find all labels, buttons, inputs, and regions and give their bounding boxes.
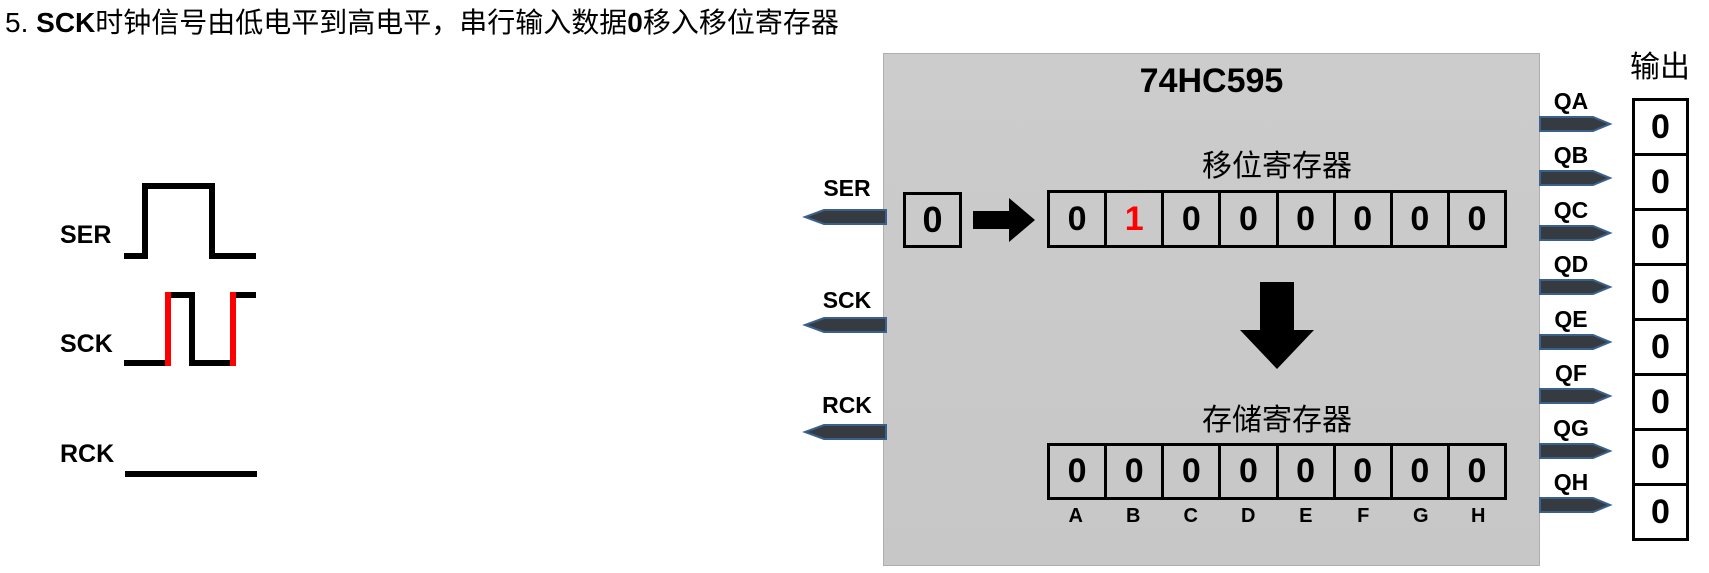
title-tail-text: 移入移位寄存器 bbox=[642, 7, 839, 38]
title-signal-name: SCK bbox=[36, 7, 96, 38]
storage-register-cell: 0 bbox=[1161, 443, 1222, 500]
storage-register-cell: 0 bbox=[1332, 443, 1393, 500]
pin-label-qd: QD bbox=[1553, 251, 1589, 277]
shift-register-cell: 1 bbox=[1104, 190, 1165, 248]
title-mid-text: 时钟信号由低电平到高电平，串行输入数据 bbox=[95, 7, 628, 38]
shift-register-cell: 0 bbox=[1218, 190, 1279, 248]
bit-name: C bbox=[1183, 505, 1198, 527]
title-bit-value: 0 bbox=[627, 7, 643, 38]
shift-register-cell: 0 bbox=[1161, 190, 1222, 248]
qb-pin-arrow-right-icon bbox=[1539, 170, 1613, 186]
page-title: 5. SCK时钟信号由低电平到高电平，串行输入数据0移入移位寄存器 bbox=[5, 6, 839, 40]
pin-label-qc: QC bbox=[1553, 197, 1589, 223]
output-panel-title: 输出 bbox=[1630, 51, 1690, 84]
chip-title: 74HC595 bbox=[1139, 62, 1284, 100]
bit-name: D bbox=[1241, 505, 1256, 527]
qg-pin-arrow-right-icon bbox=[1539, 443, 1613, 459]
qa-pin-arrow-right-icon bbox=[1539, 116, 1613, 132]
qh-pin-arrow-right-icon bbox=[1539, 497, 1613, 513]
qc-pin-arrow-right-icon bbox=[1539, 225, 1613, 241]
waveform-label-rck: RCK bbox=[60, 440, 115, 468]
pin-label-qe: QE bbox=[1554, 306, 1588, 332]
storage-register-cell: 0 bbox=[1047, 443, 1108, 500]
storage-register-cell: 0 bbox=[1218, 443, 1279, 500]
signal-waveforms-icon bbox=[124, 183, 257, 477]
output-value: 0 bbox=[1632, 263, 1689, 321]
bit-name: F bbox=[1357, 505, 1370, 527]
storage-register-label: 存储寄存器 bbox=[1202, 404, 1352, 437]
chip-body bbox=[883, 53, 1540, 566]
pin-label-qa: QA bbox=[1553, 88, 1589, 114]
waveform-label-ser: SER bbox=[60, 221, 112, 249]
title-number: 5. bbox=[5, 7, 37, 38]
transfer-down-arrow-icon bbox=[1240, 282, 1314, 369]
output-value: 0 bbox=[1632, 98, 1689, 156]
shift-register-row: 0 1 0 0 0 0 0 0 bbox=[1047, 190, 1507, 248]
output-value: 0 bbox=[1632, 318, 1689, 376]
pin-label-rck: RCK bbox=[822, 392, 872, 418]
storage-register-cell: 0 bbox=[1104, 443, 1165, 500]
pin-label-ser: SER bbox=[823, 175, 871, 201]
bit-name: G bbox=[1412, 505, 1429, 527]
pin-label-sck: SCK bbox=[822, 287, 872, 313]
ser-pin-arrow-left-icon bbox=[802, 209, 887, 225]
sck-waveform-pulse bbox=[166, 292, 235, 366]
shift-register-cell: 0 bbox=[1047, 190, 1108, 248]
waveform-label-sck: SCK bbox=[60, 330, 113, 358]
shift-in-arrow-right-icon bbox=[973, 198, 1035, 242]
storage-register-cell: 0 bbox=[1275, 443, 1336, 500]
qd-pin-arrow-right-icon bbox=[1539, 279, 1613, 295]
shift-register-label: 移位寄存器 bbox=[1202, 150, 1352, 183]
output-value: 0 bbox=[1632, 153, 1689, 211]
pin-label-qf: QF bbox=[1555, 360, 1587, 386]
output-value-column: 0 0 0 0 0 0 0 0 bbox=[1632, 98, 1689, 541]
pin-label-qb: QB bbox=[1553, 142, 1589, 168]
output-value: 0 bbox=[1632, 483, 1689, 541]
shift-register-cell: 0 bbox=[1389, 190, 1450, 248]
bit-name: E bbox=[1299, 505, 1313, 527]
qf-pin-arrow-right-icon bbox=[1539, 388, 1613, 404]
qe-pin-arrow-right-icon bbox=[1539, 334, 1613, 350]
bit-name: B bbox=[1126, 505, 1141, 527]
ser-waveform bbox=[124, 183, 256, 259]
storage-register-row: 0 0 0 0 0 0 0 0 bbox=[1047, 443, 1507, 500]
storage-bit-names: A B C D E F G H bbox=[1047, 505, 1507, 528]
output-value: 0 bbox=[1632, 428, 1689, 486]
pin-label-qg: QG bbox=[1553, 415, 1589, 441]
storage-register-cell: 0 bbox=[1389, 443, 1450, 500]
output-value: 0 bbox=[1632, 208, 1689, 266]
storage-register-cell: 0 bbox=[1446, 443, 1507, 500]
shift-register-cell: 0 bbox=[1332, 190, 1393, 248]
bit-name: H bbox=[1471, 505, 1486, 527]
serial-input-bit: 0 bbox=[903, 192, 962, 248]
shift-register-cell: 0 bbox=[1275, 190, 1336, 248]
bit-name: A bbox=[1068, 505, 1083, 527]
output-value: 0 bbox=[1632, 373, 1689, 431]
shift-register-cell: 0 bbox=[1446, 190, 1507, 248]
sck-pin-arrow-left-icon bbox=[802, 317, 887, 333]
rck-pin-arrow-left-icon bbox=[802, 424, 887, 440]
pin-label-qh: QH bbox=[1553, 469, 1589, 495]
